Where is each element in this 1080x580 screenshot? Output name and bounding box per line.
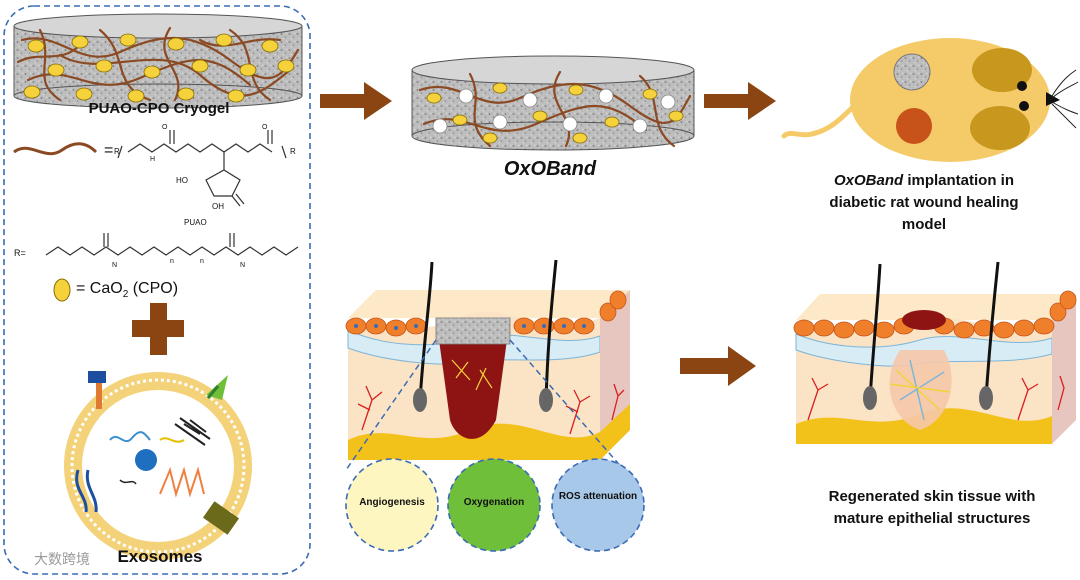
exosomes-label: Exosomes xyxy=(117,547,203,566)
subscript-n-2: n xyxy=(200,258,204,265)
angiogenesis-label: Angiogenesis xyxy=(359,497,425,508)
subscript-n-1: n xyxy=(170,258,174,265)
regenerated-skin-block xyxy=(793,261,1077,444)
r-label-left: R xyxy=(114,147,120,156)
fiber-legend-line xyxy=(13,142,98,156)
ho-label: HO xyxy=(176,176,188,185)
n-label-1: N xyxy=(112,262,118,269)
effect-circle-angiogenesis xyxy=(345,458,439,552)
oxygenation-label: Oxygenation xyxy=(463,497,525,508)
cpo-legend-label: = CaO2 (CPO) xyxy=(76,280,179,301)
nh-label-1: H xyxy=(150,156,156,163)
implantation-caption: OxOBand implantation in diabetic rat wou… xyxy=(829,172,1019,233)
puao-structure xyxy=(117,130,287,207)
regenerated-caption: Regenerated skin tissue with mature epit… xyxy=(828,488,1036,527)
o-label-1: O xyxy=(162,124,168,131)
wound-skin-block xyxy=(345,259,630,460)
puao-label: PUAO xyxy=(184,218,207,227)
cpo-dot-legend xyxy=(53,278,71,302)
arrow-right-2 xyxy=(704,82,776,120)
fiber-equals: = xyxy=(104,142,114,159)
r-definition-label: R= xyxy=(14,248,26,258)
cryogel-label: PUAO-CPO Cryogel xyxy=(88,100,230,117)
oxoband-title: OxOBand xyxy=(503,158,597,180)
r-label-right: R xyxy=(290,147,296,156)
effect-circle-ros xyxy=(551,458,645,552)
ros-attenuation-label: ROS attenuation xyxy=(558,491,638,502)
cryogel-disc xyxy=(13,13,303,109)
r-group-structure xyxy=(45,233,299,256)
arrow-right-1 xyxy=(320,82,392,120)
oh-label: OH xyxy=(212,202,224,211)
oxoband-disc xyxy=(411,55,695,151)
cryogel-panel-border xyxy=(3,5,311,575)
rat-illustration xyxy=(781,38,1079,162)
oxoband-italic: OxOBand xyxy=(833,172,904,189)
effect-circle-oxygenation xyxy=(447,458,541,552)
zoom-guide-lines xyxy=(345,339,625,471)
plus-icon xyxy=(132,303,184,355)
exosome-illustration xyxy=(64,371,252,560)
n-label-2: N xyxy=(240,262,246,269)
o-label-2: O xyxy=(262,124,268,131)
watermark-label: 大数跨境 xyxy=(34,551,90,567)
arrow-right-3 xyxy=(680,346,756,386)
